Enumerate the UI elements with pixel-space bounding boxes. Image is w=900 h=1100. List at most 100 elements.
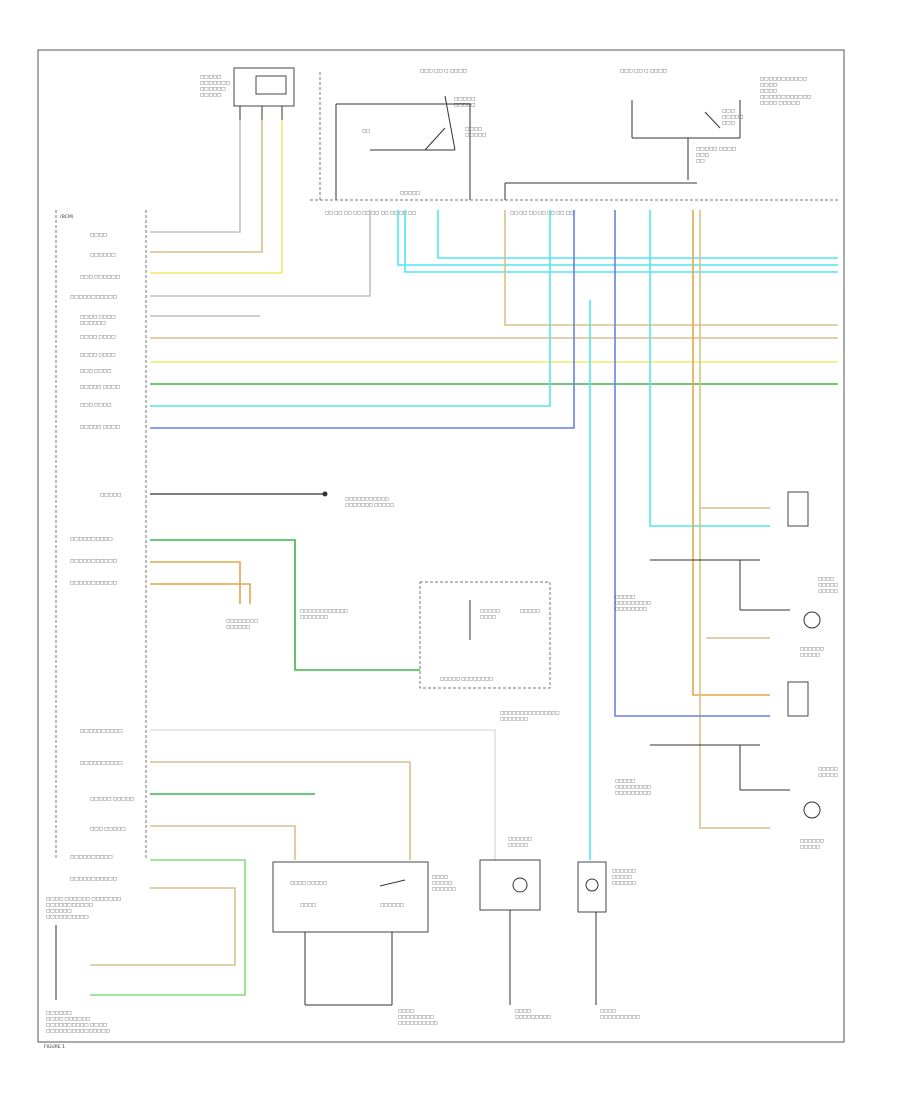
svg-text:□□□□□□□□□: □□□□□□□□□: [615, 784, 651, 789]
svg-text:□□□□□□: □□□□□□: [80, 321, 106, 326]
wire-cyan-top-3: [437, 210, 838, 259]
svg-text:□□□□□□□: □□□□□□□: [200, 81, 230, 86]
svg-text:□□□□: □□□□: [398, 1008, 414, 1013]
splice-1: [322, 491, 328, 497]
svg-text:□□□□□□□□□□□□□□□: □□□□□□□□□□□□□□□: [46, 1029, 110, 1034]
svg-text:□□□□□: □□□□□: [200, 93, 221, 98]
svg-text:□□□□□□□□□□□□□□□: □□□□□□□□□□□□□□□: [500, 710, 559, 715]
page-footer: FIGURE 1: [44, 1044, 65, 1050]
svg-text:□□□□□ □□□□□□□□: □□□□□ □□□□□□□□: [440, 676, 493, 681]
wire-orange-3: [150, 583, 251, 604]
wire-orange-right: [692, 210, 770, 696]
wire-cyan-top-1: [397, 210, 838, 266]
wire-cyan-2: [150, 210, 551, 407]
svg-text:□□□ □□□□: □□□ □□□□: [80, 369, 111, 374]
svg-text:□□□□: □□□□: [600, 1008, 616, 1013]
svg-text:□□□□ □□□□: □□□□ □□□□: [80, 353, 115, 358]
svg-text:□□□□□ □□□□: □□□□□ □□□□: [80, 385, 120, 390]
svg-text:□□□□□□□ □□□□□: □□□□□□□ □□□□□: [345, 502, 394, 507]
svg-text:□□□□ □□□□□□ □□□□□□□: □□□□ □□□□□□ □□□□□□□: [46, 897, 121, 902]
svg-text:□□□□□□□□□□□: □□□□□□□□□□□: [46, 903, 93, 908]
headlamp-switch-box: □□□□ □□□□□ □□□□ □□□□□□ □□□□ □□□□□ □□□□□□…: [272, 861, 456, 1025]
svg-text:□□□□□□□□□□□: □□□□□□□□□□□: [70, 581, 117, 586]
svg-text:□□□□□□□: □□□□□□□: [300, 614, 328, 619]
svg-text:□□□□□□: □□□□□□: [380, 902, 404, 907]
svg-text:□□□□□: □□□□□: [508, 842, 528, 847]
wire-blue-right: [614, 210, 770, 717]
svg-text:□□□□: □□□□: [515, 1008, 531, 1013]
svg-text:□□□□□: □□□□□: [454, 103, 475, 108]
wire-gray-1: [150, 120, 241, 233]
svg-text:□□□: □□□: [722, 121, 735, 126]
svg-text:□□ □□ □□ □□ □□ □□ □□: □□ □□ □□ □□ □□ □□ □□: [510, 210, 573, 215]
svg-text:□□□□: □□□□: [760, 83, 777, 88]
svg-text:□□□□□□: □□□□□□: [432, 886, 456, 891]
hazard-switch-module: □□□□□ □□□□□□□ □□□□□□ □□□□□: [200, 67, 295, 120]
svg-text:□□□ □□□□□: □□□ □□□□□: [90, 827, 125, 832]
svg-text:□□□□ □□□□: □□□□ □□□□: [80, 335, 115, 340]
wire-orange-2: [150, 561, 241, 604]
svg-text:□□□□□: □□□□□: [200, 75, 221, 80]
svg-text:□□□□□□□: □□□□□□□: [500, 716, 528, 721]
svg-text:□□□□: □□□□: [480, 614, 496, 619]
right-lamps: □□□□□ □□□□□□□□□ □□□□□□□□ □□□□□ □□□□□□□□□…: [615, 491, 838, 849]
svg-text:□□□□□: □□□□□: [520, 608, 540, 613]
wire-cyan-right: [649, 210, 770, 527]
svg-text:□□□ □□ □ □□□□: □□□ □□ □ □□□□: [420, 69, 467, 74]
svg-text:□□□□ □□□□□□: □□□□ □□□□□□: [46, 1017, 90, 1022]
svg-text:□□□□□: □□□□□: [432, 880, 452, 885]
svg-text:□□□□□□□□□□□: □□□□□□□□□□□: [70, 559, 117, 564]
wire-tan-6: [90, 887, 236, 966]
wire-green-2: [150, 539, 420, 671]
svg-text:□□□□□□□□□□□: □□□□□□□□□□□: [70, 295, 117, 300]
svg-text:□□□□ □□□□: □□□□ □□□□: [80, 315, 115, 320]
left-module: (BCM) □□□□ □□□□□□ □□□ □□□□□□ □□□□□□□□□□□…: [55, 210, 147, 882]
svg-text:□□□□: □□□□: [760, 89, 777, 94]
lower-left-inset: □□□□ □□□□□□ □□□□□□□ □□□□□□□□□□□ □□□□□□ □…: [46, 897, 121, 1034]
svg-text:□□□□ □□□□□: □□□□ □□□□□: [290, 880, 327, 885]
top-right-switch: □□□ □□ □ □□□□ □□□ □□□□□ □□□ □□□□□□□□□□□ …: [620, 69, 811, 180]
svg-text:□□□ □□□□: □□□ □□□□: [80, 403, 111, 408]
svg-text:□□□□□□□□□□: □□□□□□□□□□: [46, 915, 89, 920]
svg-text:□□□□□□: □□□□□□: [508, 836, 532, 841]
svg-text:□□□ □□ □ □□□□: □□□ □□ □ □□□□: [620, 69, 667, 74]
lower-right-components: □□□□□□ □□□□□ □□□□ □□□□□□□□□ □□□□□□ □□□□□…: [479, 836, 640, 1019]
svg-text:□□□□□□: □□□□□□: [226, 624, 250, 629]
svg-text:□□□□□□□□□□□: □□□□□□□□□□□: [345, 496, 389, 501]
svg-text:□□□□: □□□□: [90, 233, 107, 238]
wire-yellow-1: [150, 120, 283, 274]
svg-text:□□□□□□: □□□□□□: [46, 1011, 72, 1016]
svg-text:□□□□□□□□□□: □□□□□□□□□□: [80, 761, 123, 766]
svg-text:□□□□□□: □□□□□□: [612, 880, 636, 885]
svg-text:□□□□□□□□□□: □□□□□□□□□□: [70, 855, 113, 860]
svg-text:□□□□ □□□□□: □□□□ □□□□□: [760, 101, 800, 106]
svg-text:□□□□□□□□□: □□□□□□□□□: [515, 1014, 551, 1019]
svg-text:□□□□□: □□□□□: [800, 844, 820, 849]
wire-gray-4: [150, 729, 496, 860]
svg-text:□□□□: □□□□: [300, 902, 316, 907]
svg-text:□□□□□□□□□□: □□□□□□□□□□: [398, 1020, 438, 1025]
svg-text:□□□□□: □□□□□: [722, 115, 743, 120]
svg-text:□□□□□□□□□□□: □□□□□□□□□□□: [70, 877, 117, 882]
svg-text:□□□□□□: □□□□□□: [90, 253, 116, 258]
svg-text:□□□□□□□□□: □□□□□□□□□: [615, 790, 651, 795]
svg-text:□□□□□: □□□□□: [612, 874, 632, 879]
svg-text:□□□□□□□□□□: □□□□□□□□□□: [600, 1014, 640, 1019]
svg-text:□□□□□□□□□□□□: □□□□□□□□□□□□: [760, 95, 811, 100]
svg-text:□□□□□: □□□□□: [818, 588, 838, 593]
wire-cyan-top-2: [404, 210, 838, 273]
svg-text:□□□□□□□□□: □□□□□□□□□: [398, 1014, 434, 1019]
svg-text:□□□□□□: □□□□□□: [800, 838, 824, 843]
wire-blue-1: [150, 210, 575, 429]
svg-text:□□: □□: [696, 159, 705, 164]
svg-text:□□□□□: □□□□□: [100, 493, 121, 498]
wire-tan-4: [150, 761, 411, 860]
svg-text:□□□□□: □□□□□: [454, 97, 475, 102]
svg-text:□□□□□□□□□□: □□□□□□□□□□: [80, 729, 123, 734]
svg-text:□□□□□□□□: □□□□□□□□: [226, 618, 258, 623]
svg-text:□□□□: □□□□: [818, 576, 834, 581]
wire-light-green: [90, 859, 246, 996]
svg-text:□□□□□□□□: □□□□□□□□: [615, 606, 647, 611]
diagram-border: [37, 49, 845, 1043]
